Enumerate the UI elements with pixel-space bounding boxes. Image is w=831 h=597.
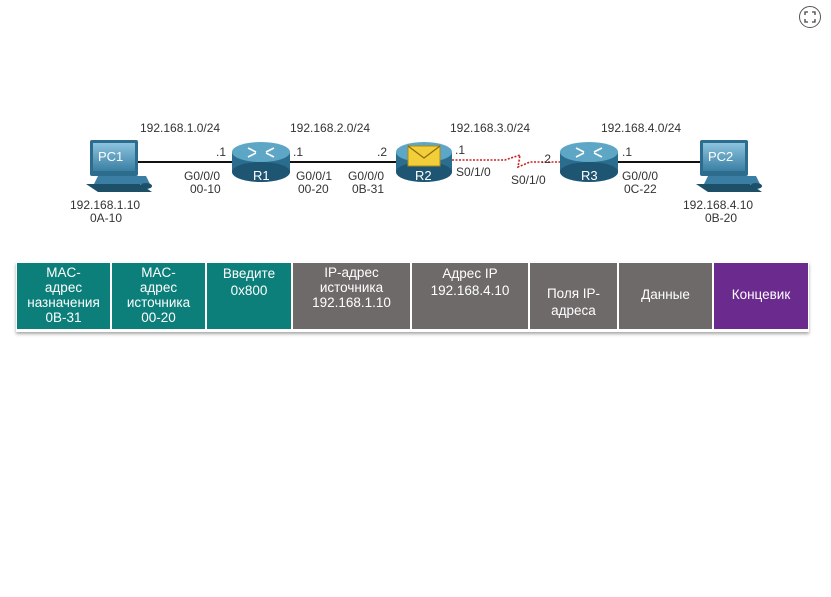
frame-data[interactable]: Данные bbox=[618, 262, 713, 330]
r1-right-ip: .1 bbox=[293, 145, 303, 159]
r2-left-interface: G0/0/0 bbox=[348, 169, 384, 183]
pc2[interactable]: PC2 bbox=[696, 140, 762, 192]
r3-left-interface: S0/1/0 bbox=[511, 173, 546, 187]
router-arrows-icon bbox=[247, 147, 275, 158]
r3-right-interface: G0/0/0 bbox=[622, 169, 658, 183]
r2-left-ip: .2 bbox=[377, 145, 387, 159]
frame-trailer[interactable]: Концевик bbox=[713, 262, 809, 330]
pc1-label: PC1 bbox=[98, 149, 123, 164]
r2-right-ip: .1 bbox=[455, 143, 465, 157]
frame-source-mac[interactable]: MAC- адрес источника 00-20 bbox=[111, 262, 206, 330]
network-label-3: 192.168.3.0/24 bbox=[450, 121, 530, 135]
r2-right-interface: S0/1/0 bbox=[456, 165, 491, 179]
r1-label: R1 bbox=[253, 168, 270, 183]
envelope-icon bbox=[407, 145, 441, 167]
network-label-2: 192.168.2.0/24 bbox=[290, 121, 370, 135]
pc1[interactable]: PC1 bbox=[86, 140, 152, 192]
link-r2-r3-serial bbox=[452, 153, 562, 169]
router-r3[interactable]: R3 bbox=[560, 142, 618, 183]
pc2-ip: 192.168.4.10 bbox=[683, 198, 753, 212]
pc2-mac: 0B-20 bbox=[705, 211, 737, 225]
network-label-1: 192.168.1.0/24 bbox=[140, 121, 220, 135]
r3-label: R3 bbox=[581, 168, 598, 183]
ethernet-frame: MAC- адрес назначения 0B-31 MAC- адрес и… bbox=[16, 262, 809, 332]
fullscreen-icon bbox=[804, 11, 816, 23]
r1-right-interface: G0/0/1 bbox=[296, 169, 332, 183]
frame-source-ip[interactable]: IP-адрес источника 192.168.1.10 bbox=[292, 262, 411, 330]
network-topology: 192.168.1.0/24 192.168.2.0/24 192.168.3.… bbox=[70, 121, 762, 225]
r2-left-mac: 0B-31 bbox=[352, 182, 384, 196]
pc1-ip: 192.168.1.10 bbox=[70, 198, 140, 212]
frame-dest-mac[interactable]: MAC- адрес назначения 0B-31 bbox=[16, 262, 111, 330]
router-arrows-icon bbox=[575, 147, 603, 158]
router-r1[interactable]: R1 bbox=[232, 142, 290, 183]
r2-label: R2 bbox=[415, 168, 432, 183]
r1-left-ip: .1 bbox=[216, 145, 226, 159]
r3-right-mac: 0C-22 bbox=[624, 182, 657, 196]
pc1-mac: 0A-10 bbox=[90, 211, 122, 225]
frame-dest-ip[interactable]: Адрес IP 192.168.4.10 bbox=[411, 262, 529, 330]
pc2-label: PC2 bbox=[708, 149, 733, 164]
r3-right-ip: .1 bbox=[622, 145, 632, 159]
frame-ip-fields[interactable]: Поля IP- адреса bbox=[529, 262, 618, 330]
frame-type[interactable]: Введите 0x800 bbox=[206, 262, 292, 330]
r1-right-mac: 00-20 bbox=[298, 182, 329, 196]
fullscreen-button[interactable] bbox=[799, 6, 821, 28]
r1-left-mac: 00-10 bbox=[190, 182, 221, 196]
r3-left-ip: .2 bbox=[541, 152, 551, 166]
network-label-4: 192.168.4.0/24 bbox=[601, 121, 681, 135]
r1-left-interface: G0/0/0 bbox=[184, 169, 220, 183]
